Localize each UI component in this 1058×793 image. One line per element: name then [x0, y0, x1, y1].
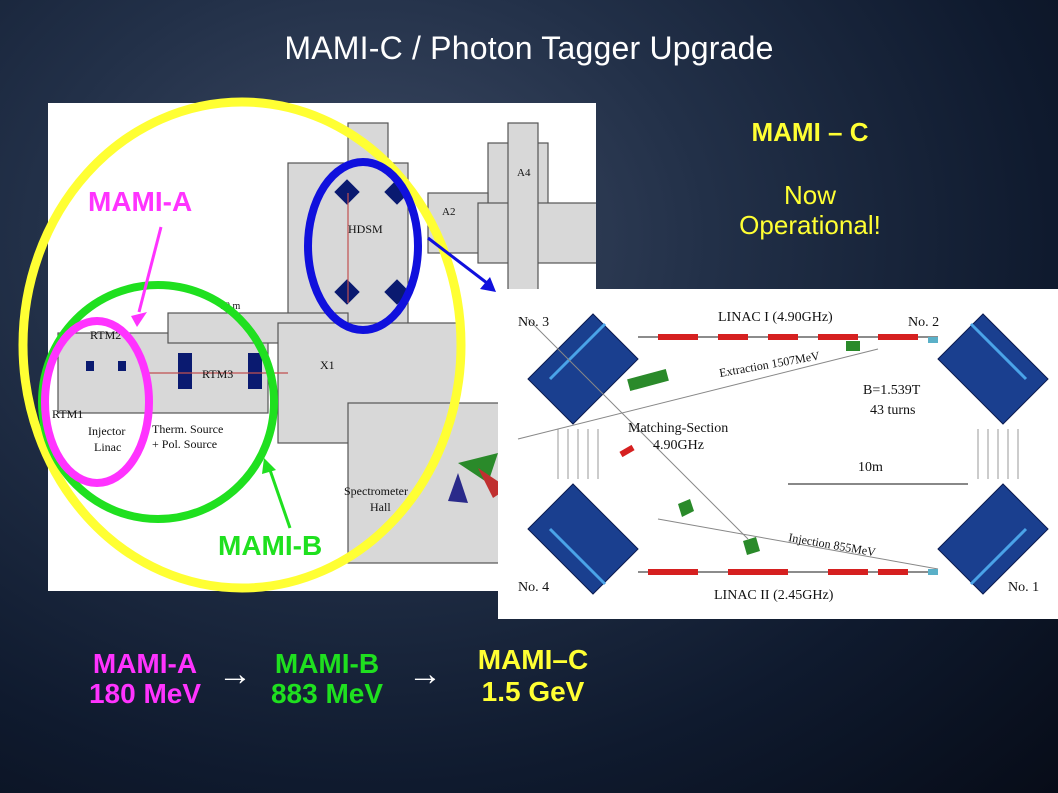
- progression-b-energy: 883 MeV: [270, 678, 384, 709]
- label-turns: 43 turns: [870, 403, 916, 418]
- map-label-linac: Linac: [94, 440, 121, 454]
- bend-magnet-3: [527, 313, 639, 425]
- matching-magnet: [678, 499, 694, 517]
- mami-b-arrowhead: [262, 458, 276, 474]
- label-linac1: LINAC I (4.90GHz): [718, 310, 833, 325]
- injection-path: [527, 318, 749, 540]
- spectrometer-shape: [448, 473, 468, 503]
- magnet-stripe: [969, 322, 1028, 381]
- linac2-section: [828, 569, 868, 575]
- mami-b-pointer: [268, 469, 292, 529]
- map-label-rtm2: RTM2: [90, 328, 121, 342]
- linac2-section: [878, 569, 908, 575]
- linac1-section: [878, 334, 918, 340]
- magnet-stripe: [969, 527, 1028, 586]
- label-linac2: LINAC II (2.45GHz): [714, 588, 834, 603]
- rtm2-magnet: [118, 361, 126, 371]
- linac2-end: [928, 569, 938, 575]
- progression-arrow-2: →: [408, 655, 442, 693]
- magnet-shape: [334, 279, 360, 305]
- progression-arrow-1: →: [218, 655, 252, 693]
- label-matching2: 4.90GHz: [653, 438, 704, 453]
- label-matching1: Matching-Section: [628, 421, 728, 436]
- linac1-quad: [846, 341, 860, 351]
- map-label-a4: A4: [517, 167, 531, 179]
- map-label-spectrometer: Spectrometer: [344, 484, 408, 498]
- map-label-hdsm: HDSM: [348, 222, 383, 236]
- progression-b-name: MAMI-B: [274, 648, 380, 679]
- linac1-section: [718, 334, 748, 340]
- progression-c-name: MAMI–C: [477, 644, 589, 675]
- rtm2-magnet: [86, 361, 94, 371]
- linac1-end: [928, 337, 938, 343]
- rtm3-magnet: [248, 353, 262, 389]
- linac1-section: [658, 334, 698, 340]
- callout-mami-b: MAMI-B: [218, 530, 323, 561]
- mami-a-ring: [41, 317, 153, 487]
- bend-magnet-4: [527, 483, 639, 595]
- matching-linac: [619, 444, 635, 458]
- label-scale: 10m: [858, 460, 883, 475]
- status-line-now: Now: [783, 180, 836, 210]
- label-field: B=1.539T: [863, 383, 921, 398]
- bend-magnet-1: [937, 483, 1049, 595]
- map-label-therm-source: Therm. Source: [152, 422, 223, 436]
- extraction-magnet: [627, 369, 669, 391]
- map-label-hall: Hall: [370, 500, 391, 514]
- map-label-rtm1: RTM1: [52, 407, 83, 421]
- bend-magnet-2: [937, 313, 1049, 425]
- label-no4: No. 4: [518, 580, 549, 595]
- magnet-shape: [334, 179, 360, 205]
- magnet-stripe: [548, 322, 607, 381]
- mami-a-pointer: [137, 226, 163, 313]
- hdsm-pointer: [427, 236, 488, 285]
- hdsm-schematic: No. 2 No. 3 No. 4 No. 1 LINAC I (4.90GHz…: [498, 289, 1058, 619]
- rtm3-magnet: [178, 353, 192, 389]
- hdsm-ring: [304, 158, 422, 334]
- linac1-section: [768, 334, 798, 340]
- linac2-section: [728, 569, 788, 575]
- hdsm-schematic-drawing: No. 2 No. 3 No. 4 No. 1 LINAC I (4.90GHz…: [517, 310, 1049, 603]
- linac1-section: [818, 334, 858, 340]
- label-injection: Injection 855MeV: [787, 530, 877, 559]
- label-no2: No. 2: [908, 315, 939, 330]
- label-no1: No. 1: [1008, 580, 1039, 595]
- hdsm-arrowhead: [480, 277, 496, 292]
- callout-mami-a: MAMI-A: [88, 186, 193, 217]
- matching-magnet: [743, 537, 760, 555]
- linac2-section: [648, 569, 698, 575]
- label-no3: No. 3: [518, 315, 549, 330]
- map-label-injector: Injector: [88, 424, 125, 438]
- mami-c-heading: MAMI – C: [751, 117, 869, 147]
- progression-a-name: MAMI-A: [92, 648, 198, 679]
- label-extraction: Extraction 1507MeV: [718, 348, 821, 379]
- slide-title: MAMI-C / Photon Tagger Upgrade: [284, 30, 774, 66]
- progression-a-energy: 180 MeV: [88, 678, 202, 709]
- injection-path-2: [657, 518, 939, 570]
- map-label-pol-source: + Pol. Source: [152, 437, 217, 451]
- mami-a-arrowhead: [131, 312, 147, 327]
- spectrometer-hall: [347, 402, 509, 564]
- mami-c-ring: [18, 97, 466, 593]
- map-label-rtm3: RTM3: [202, 367, 233, 381]
- progression-c-energy: 1.5 GeV: [481, 676, 585, 707]
- mami-b-ring: [38, 281, 278, 523]
- map-label-a2: A2: [442, 206, 455, 218]
- magnet-stripe: [548, 527, 607, 586]
- map-label-x1: X1: [320, 358, 335, 372]
- status-line-operational: Operational!: [739, 210, 881, 240]
- extraction-path: [517, 348, 879, 440]
